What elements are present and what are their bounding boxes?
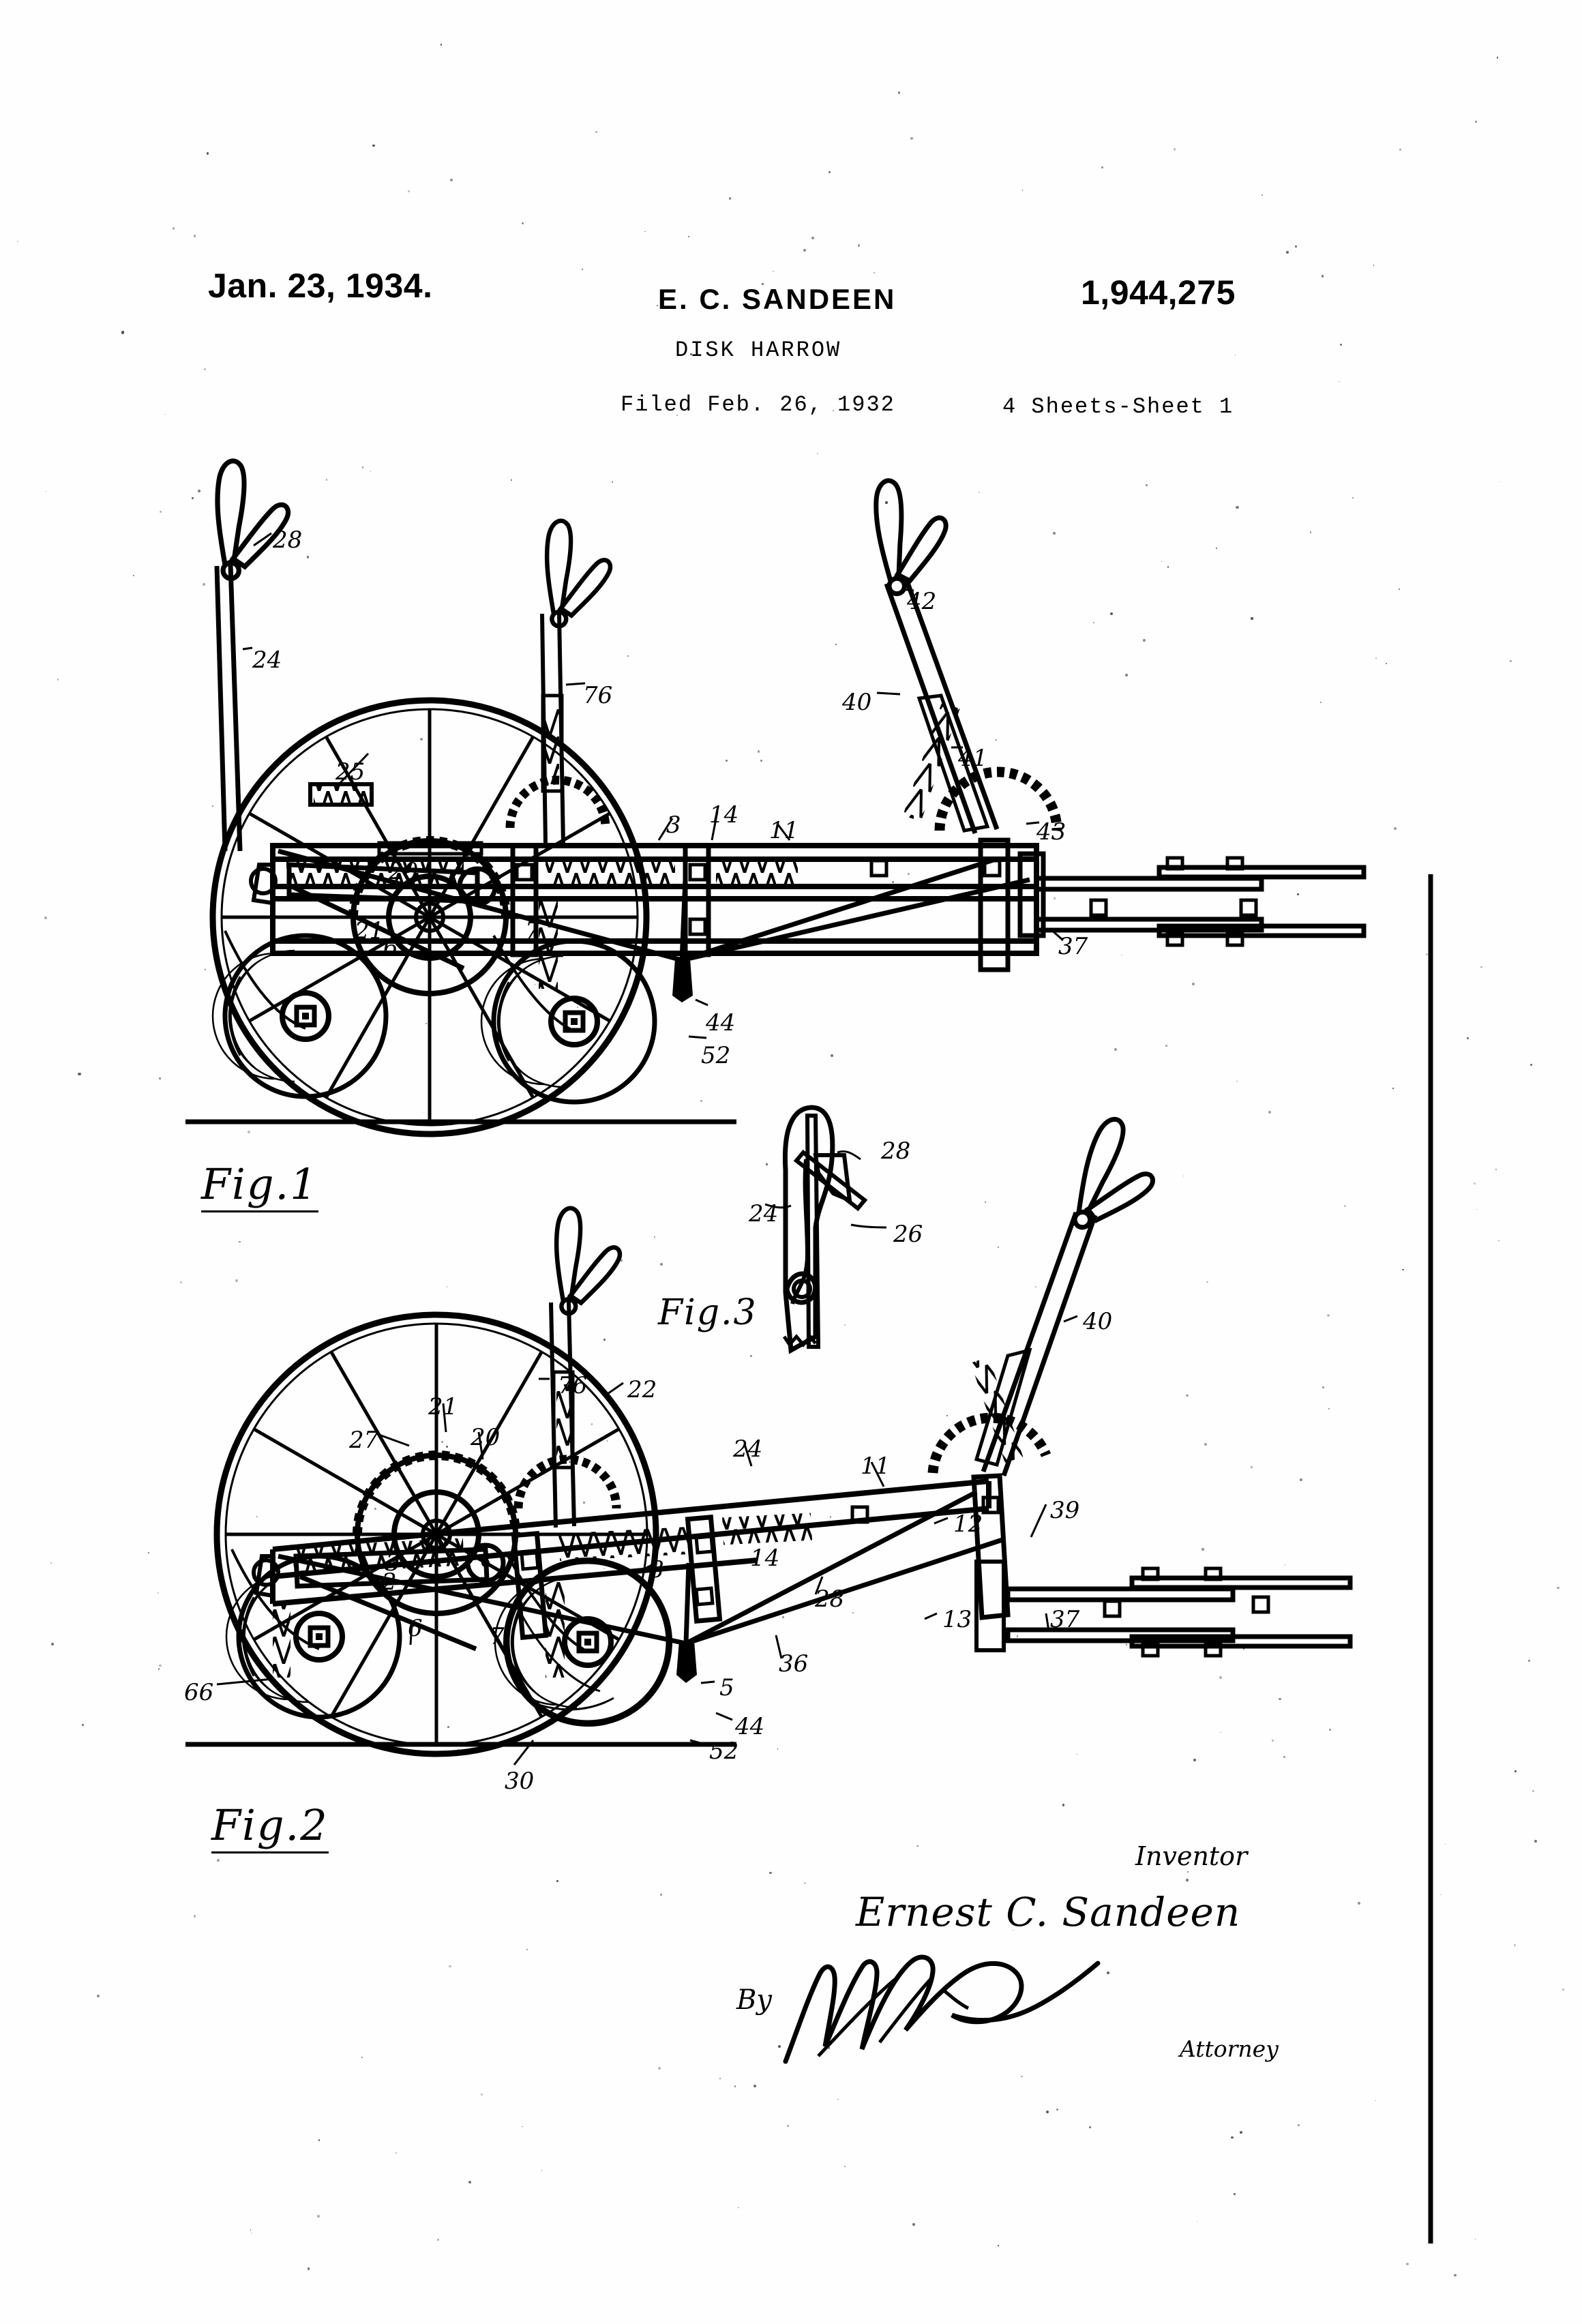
reference-numeral-21: 21	[428, 1393, 458, 1420]
reference-numeral-28: 28	[881, 1137, 911, 1165]
reference-numeral-24: 24	[252, 646, 282, 674]
reference-numeral-44: 44	[706, 1009, 736, 1037]
reference-numeral-3: 3	[385, 1549, 400, 1577]
reference-numeral-20: 20	[471, 1424, 501, 1451]
reference-numeral-20: 20	[389, 858, 419, 885]
reference-numeral-5: 5	[719, 1674, 734, 1701]
reference-numeral-39: 39	[1050, 1497, 1080, 1524]
reference-numeral-2: 2	[382, 1568, 397, 1596]
reference-numeral-3: 3	[666, 811, 681, 839]
reference-numeral-40: 40	[1083, 1308, 1113, 1335]
attorney-label: Attorney	[1180, 2036, 1279, 2062]
reference-numeral-76: 76	[558, 1372, 588, 1399]
reference-numeral-44: 44	[735, 1713, 765, 1740]
reference-numeral-37: 37	[1058, 933, 1088, 960]
filing-date: Filed Feb. 26, 1932	[621, 392, 895, 417]
reference-numeral-40: 40	[842, 689, 872, 716]
reference-numeral-12: 12	[953, 1510, 983, 1538]
reference-numeral-52: 52	[709, 1738, 739, 1765]
sheet-number: 4 Sheets-Sheet 1	[1002, 394, 1234, 419]
patent-title: DISK HARROW	[675, 338, 842, 363]
reference-numeral-6: 6	[383, 934, 398, 962]
inventor-signature: Ernest C. Sandeen	[856, 1889, 1241, 1935]
reference-numeral-11: 11	[769, 817, 799, 844]
reference-numeral-28: 28	[815, 1585, 845, 1613]
reference-numeral-66: 66	[184, 1679, 214, 1706]
reference-numeral-43: 43	[1036, 818, 1066, 846]
reference-numeral-76: 76	[583, 682, 613, 709]
by-label: By	[736, 1984, 772, 2016]
reference-numeral-36: 36	[779, 1650, 809, 1678]
figure-1-drawing	[185, 461, 1367, 1137]
inventor-name-caps: E. C. SANDEEN	[658, 283, 897, 315]
inventor-label: Inventor	[1135, 1841, 1248, 1871]
reference-numeral-25: 25	[335, 758, 365, 786]
reference-numeral-37: 37	[1050, 1606, 1080, 1633]
reference-numeral-6: 6	[408, 1615, 423, 1642]
reference-numeral-11: 11	[861, 1452, 891, 1480]
reference-numeral-21: 21	[355, 917, 385, 944]
patent-number: 1,944,275	[1081, 273, 1236, 312]
patent-date: Jan. 23, 1934.	[208, 267, 433, 305]
figure-3-caption: Fig.3	[658, 1292, 758, 1333]
reference-numeral-42: 42	[907, 588, 937, 615]
reference-numeral-7: 7	[490, 1623, 505, 1650]
reference-numeral-14: 14	[709, 801, 739, 829]
reference-numeral-13: 13	[942, 1606, 972, 1633]
reference-numeral-24: 24	[749, 1200, 779, 1227]
figure-3-drawing	[764, 1105, 887, 1354]
reference-numeral-7: 7	[525, 917, 540, 944]
figure-2-caption: Fig.2	[211, 1800, 329, 1853]
figure-1-caption: Fig.1	[201, 1159, 318, 1212]
reference-numeral-28: 28	[273, 526, 303, 554]
reference-numeral-22: 22	[627, 1376, 657, 1403]
reference-numeral-24: 24	[733, 1435, 763, 1463]
reference-numeral-52: 52	[701, 1042, 731, 1069]
reference-numeral-26: 26	[893, 1221, 923, 1248]
attorney-signature-mark	[783, 1954, 1101, 2064]
reference-numeral-41: 41	[958, 745, 988, 772]
reference-numeral-27: 27	[349, 1427, 379, 1454]
reference-numeral-8: 8	[649, 1556, 664, 1583]
reference-numeral-14: 14	[750, 1545, 780, 1572]
figure-2-drawing	[185, 1115, 1353, 1766]
reference-numeral-30: 30	[505, 1768, 535, 1795]
